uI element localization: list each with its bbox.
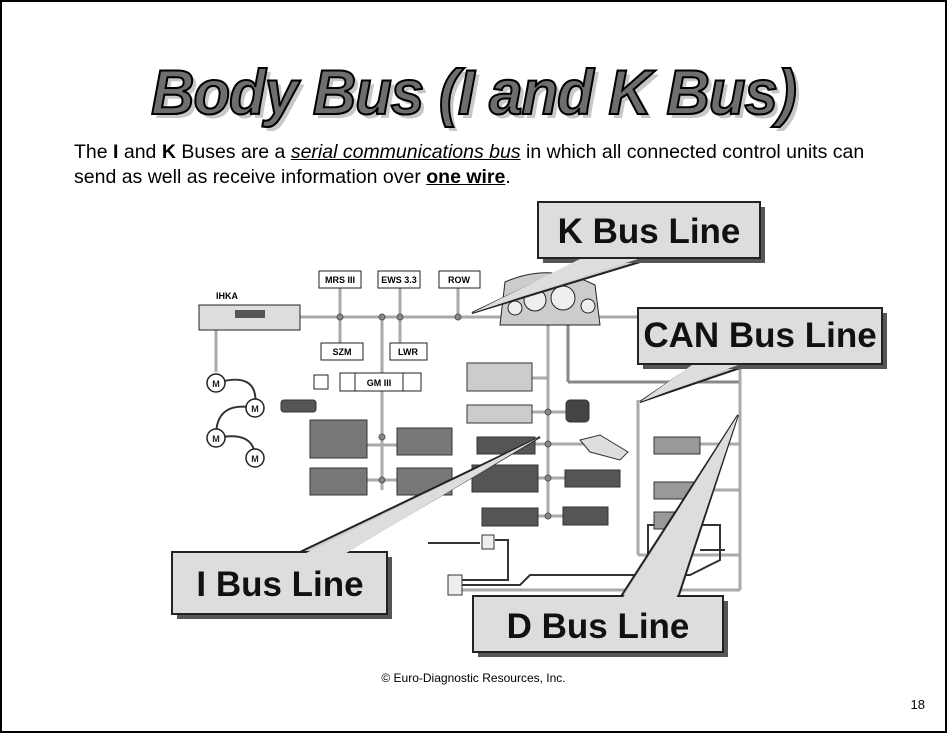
ews-label: EWS 3.3 [381, 275, 417, 285]
can-bus-label: CAN Bus Line [643, 316, 876, 355]
k-bus-label: K Bus Line [558, 212, 741, 251]
module-ews: EWS 3.3 [377, 270, 421, 289]
d-bus-label: D Bus Line [507, 607, 690, 646]
bus-nodes [336, 313, 552, 520]
intro-text: and [118, 141, 162, 163]
module-ihka: IHKA [198, 291, 301, 331]
gm-label: GM III [367, 378, 392, 388]
callout-i-bus: I Bus Line [171, 436, 541, 619]
intro-serial: serial communications bus [290, 141, 521, 163]
instrument-cluster [499, 272, 601, 326]
intro-text: in which all connected control units can… [74, 141, 865, 188]
module-row: ROW [438, 270, 481, 289]
intro-text: The [74, 141, 114, 163]
intro-one-wire: one wire [426, 166, 506, 188]
module-lwr: LWR [389, 342, 428, 361]
module-gm: GM III [313, 372, 422, 392]
intro-k: K [161, 141, 176, 163]
callout-d-bus: D Bus Line [472, 414, 739, 657]
callout-can-bus: CAN Bus Line [637, 307, 887, 403]
motor-label: M [251, 454, 259, 464]
control-units [280, 362, 701, 596]
lwr-label: LWR [398, 347, 418, 357]
intro-i: I [113, 141, 119, 163]
i-bus-label: I Bus Line [196, 565, 363, 604]
motor-label: M [212, 434, 220, 444]
intro-paragraph: The I and K Buses are a serial communica… [74, 140, 874, 190]
page-number: 18 [910, 697, 925, 712]
szm-label: SZM [333, 347, 352, 357]
copyright: © Euro-Diagnostic Resources, Inc. [381, 671, 566, 685]
motor-label: M [212, 379, 220, 389]
module-mrs: MRS III [318, 270, 362, 289]
row-label: ROW [448, 275, 471, 285]
intro-text: Buses are a [175, 141, 291, 163]
mrs-label: MRS III [325, 275, 355, 285]
module-szm: SZM [320, 342, 364, 361]
motor-label: M [251, 404, 259, 414]
intro-text: . [505, 166, 511, 188]
callout-k-bus: K Bus Line [471, 201, 765, 314]
motors: M M M M [206, 373, 265, 468]
slide-title: Body Bus (I and K Bus) [150, 56, 798, 128]
ihka-label: IHKA [216, 291, 238, 301]
